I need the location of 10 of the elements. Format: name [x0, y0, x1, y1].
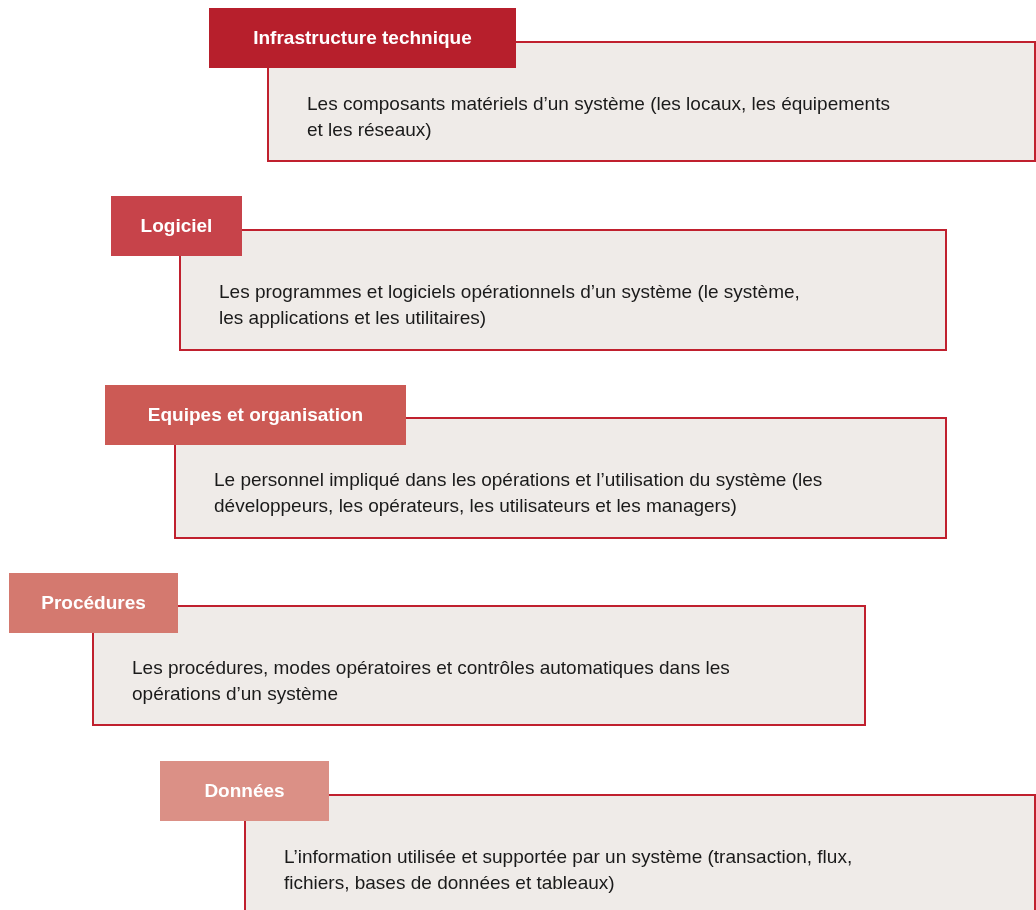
- heading-tab: Equipes et organisation: [105, 385, 406, 445]
- heading-tab: Données: [160, 761, 329, 821]
- description-text: Le personnel impliqué dans les opérations et l’utilisation du système (les développeurs, les opérateurs, les utilisateurs et les managers): [214, 468, 824, 518]
- description-text: Les procédures, modes opératoires et contrôles automatiques dans les opérations d’un système: [132, 656, 731, 706]
- heading-tab: Infrastructure technique: [209, 8, 516, 68]
- heading-tab: Logiciel: [111, 196, 242, 256]
- description-text: Les composants matériels d’un système (les locaux, les équipements et les réseaux): [307, 92, 891, 142]
- description-text: L’information utilisée et supportée par un système (transaction, flux, fichiers, bases de données et tableaux): [284, 845, 854, 895]
- description-text: Les programmes et logiciels opérationnels d’un système (le système, les applications et les utilitaires): [219, 280, 801, 330]
- heading-tab: Procédures: [9, 573, 178, 633]
